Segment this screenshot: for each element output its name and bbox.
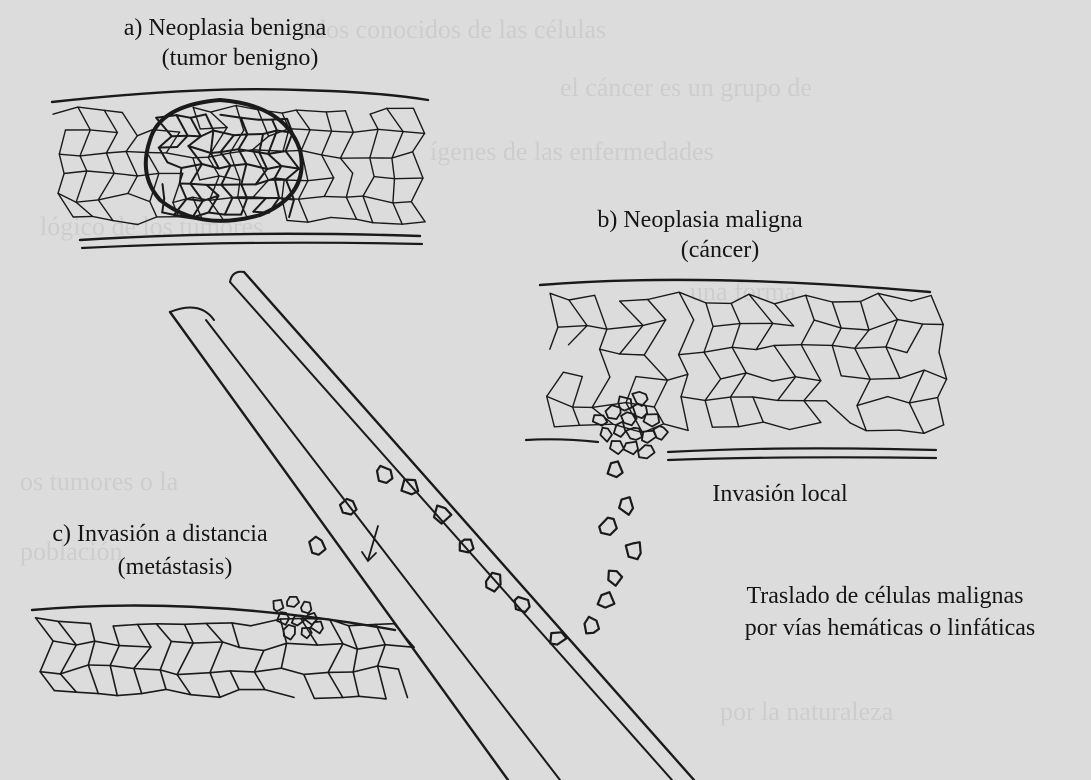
local-invasion-label: Invasión local [680,480,880,508]
svg-text:os tumores o la: os tumores o la [20,467,179,496]
metastasis-tissue [32,597,414,699]
panel-c-subtitle: (metástasis) [75,553,275,581]
panel-c-title: c) Invasión a distancia [15,520,305,548]
transport-label-line1: Traslado de células malignas [695,582,1075,610]
svg-text:por la naturaleza: por la naturaleza [720,697,894,726]
malignant-tissue [526,280,947,460]
panel-b-subtitle: (cáncer) [620,236,820,264]
panel-a-subtitle: (tumor benigno) [110,44,370,72]
svg-text:ígenes de las enfermedades: ígenes de las enfermedades [430,137,714,166]
panel-a-title: a) Neoplasia benigna [85,14,365,42]
svg-text:el cáncer es un grupo de: el cáncer es un grupo de [560,73,812,102]
migrating-malignant-cells [309,461,640,644]
transport-label-line2: por vías hemáticas o linfáticas [695,614,1085,642]
panel-b-title: b) Neoplasia maligna [560,206,840,234]
benign-tumor-capsule [146,100,302,221]
